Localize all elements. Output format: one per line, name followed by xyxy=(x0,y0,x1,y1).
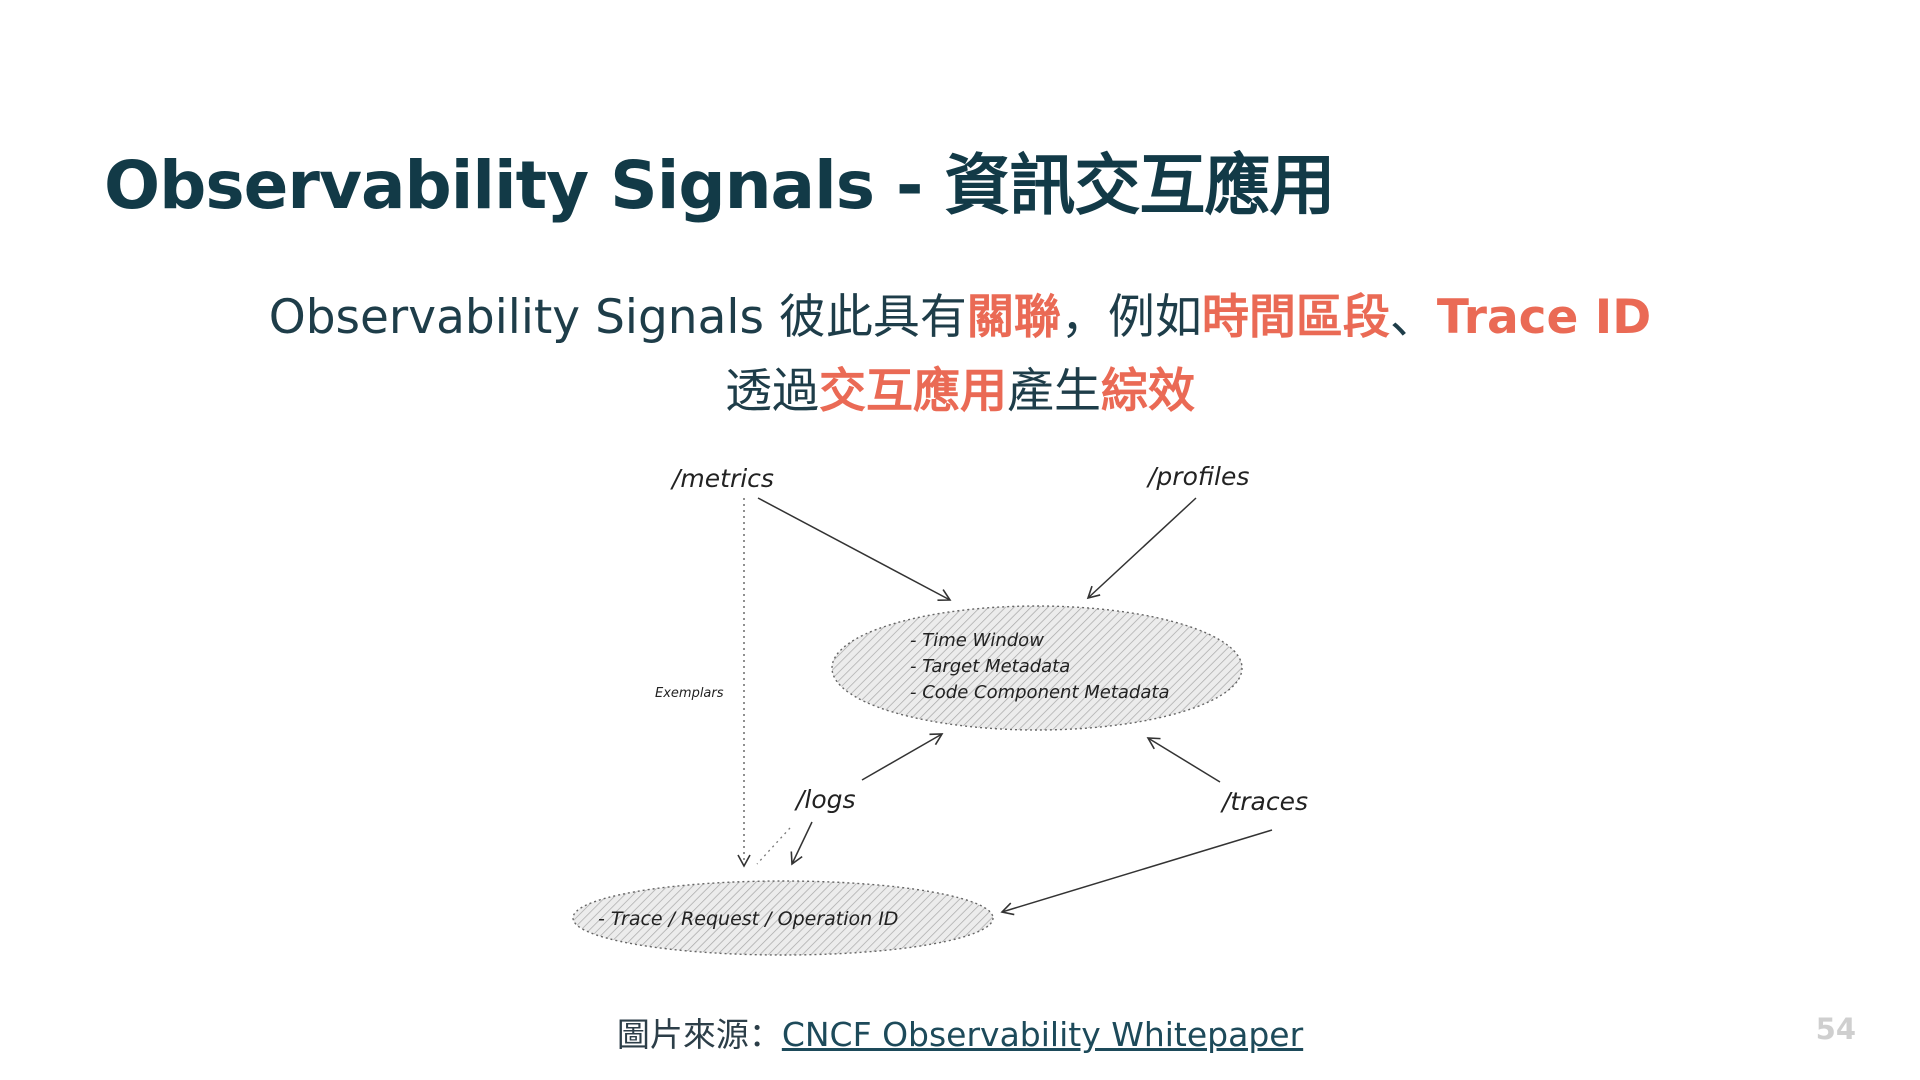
context-item-target-metadata: - Target Metadata xyxy=(910,656,1070,677)
node-logs: /logs xyxy=(794,785,856,814)
subtitle-line-1: Observability Signals 彼此具有關聯，例如時間區段、Trac… xyxy=(0,278,1920,347)
subtitle-text: 產生 xyxy=(1007,364,1101,419)
caption-prefix: 圖片來源： xyxy=(616,1015,782,1054)
highlight-synergy: 綜效 xyxy=(1101,364,1195,419)
context-ellipse xyxy=(831,605,1243,731)
trace-id-ellipse xyxy=(572,880,994,956)
subtitle-text: 、 xyxy=(1389,290,1437,345)
signals-diagram: /metrics /profiles /logs /traces Exempla… xyxy=(572,462,1308,956)
arrow-profiles-to-context xyxy=(1086,497,1197,600)
context-item-code-component-metadata: - Code Component Metadata xyxy=(910,682,1169,703)
page-number: 54 xyxy=(1815,1012,1856,1046)
arrow-logs-to-context xyxy=(861,733,944,781)
highlight-correlation: 關聯 xyxy=(966,290,1061,345)
arrow-metrics-to-context xyxy=(757,497,952,601)
highlight-time-window: 時間區段 xyxy=(1201,290,1390,345)
subtitle-text: 透過 xyxy=(725,364,819,419)
highlight-trace-id: Trace ID xyxy=(1436,290,1652,345)
id-item-trace-request-operation: - Trace / Request / Operation ID xyxy=(598,908,898,930)
highlight-interaction: 交互應用 xyxy=(819,364,1007,419)
image-source-caption: 圖片來源：CNCF Observability Whitepaper xyxy=(0,1008,1920,1056)
subtitle-line-2: 透過交互應用產生綜效 xyxy=(0,352,1920,421)
arrow-traces-to-id xyxy=(1000,829,1273,916)
subtitle-text: Observability Signals 彼此具有 xyxy=(268,290,967,345)
logs-dotted-line xyxy=(756,827,791,865)
source-link[interactable]: CNCF Observability Whitepaper xyxy=(781,1015,1304,1054)
slide-title: Observability Signals - 資訊交互應用 xyxy=(104,147,1335,224)
node-profiles: /profiles xyxy=(1146,462,1249,491)
node-metrics: /metrics xyxy=(670,464,774,493)
subtitle-text: ，例如 xyxy=(1060,290,1202,345)
label-exemplars: Exemplars xyxy=(655,686,724,701)
arrow-traces-to-context xyxy=(1146,737,1221,783)
node-traces: /traces xyxy=(1220,787,1308,816)
arrow-logs-to-id xyxy=(790,821,813,866)
context-item-time-window: - Time Window xyxy=(910,630,1044,651)
